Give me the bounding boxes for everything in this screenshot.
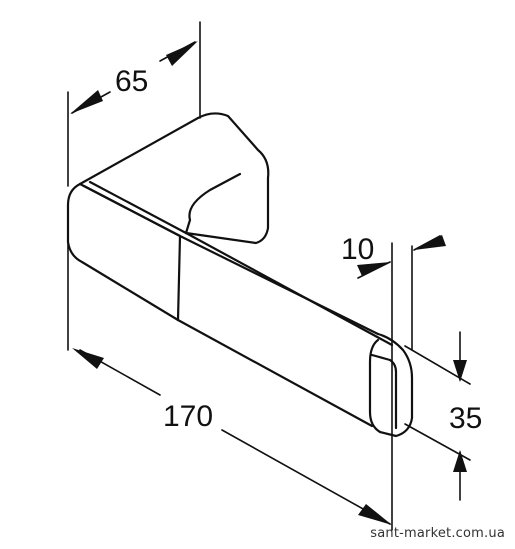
arrowhead [166, 41, 198, 66]
arrowhead [357, 262, 390, 276]
arrowhead [70, 90, 103, 114]
watermark-text: sant-market.com.ua [370, 526, 505, 541]
arrowhead [453, 360, 467, 382]
arrowhead [72, 348, 104, 369]
dimension-label-170: 170 [163, 400, 213, 433]
arrowhead [453, 450, 467, 472]
dimension-170 [67, 242, 393, 531]
dimension-label-65: 65 [115, 65, 148, 98]
arrowhead [414, 235, 446, 250]
arrowhead [358, 504, 392, 525]
dimension-label-10: 10 [341, 233, 374, 266]
holder-outline [66, 112, 414, 438]
dimension-label-35: 35 [449, 402, 482, 435]
